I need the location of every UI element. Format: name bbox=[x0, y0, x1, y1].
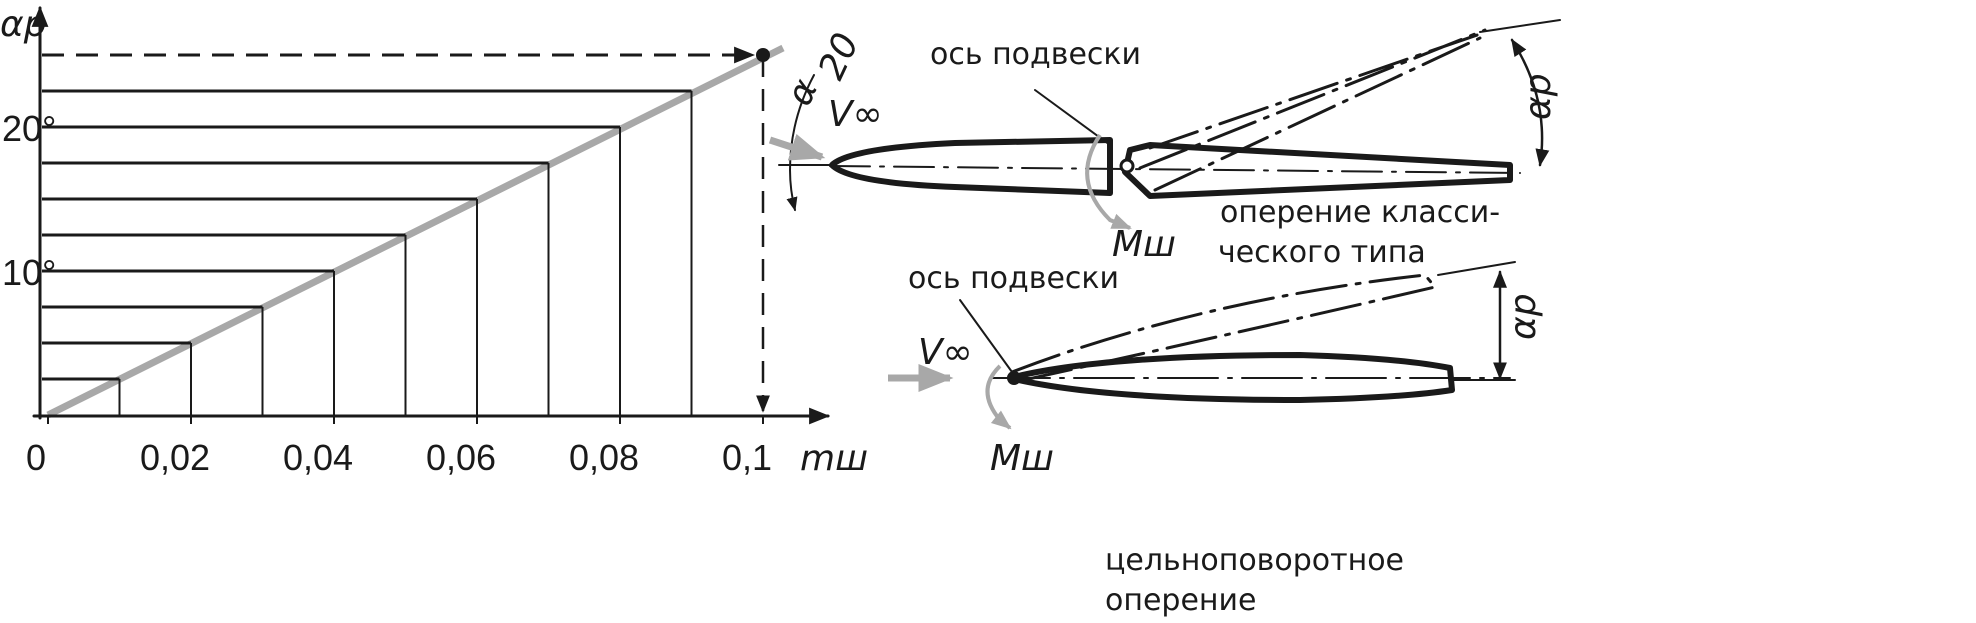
chart: αp mш 0 0,02 0,04 0,06 0,08 0,1 10° 20° bbox=[0, 4, 868, 479]
x-tick-label: 0,08 bbox=[569, 437, 639, 478]
x-tick-label: 0,02 bbox=[140, 437, 210, 478]
moment-label-2: Mш bbox=[990, 438, 1054, 479]
x-tick-label: 0 bbox=[26, 437, 46, 478]
hinge-point-2 bbox=[1007, 371, 1021, 385]
alpha-symbol: α bbox=[779, 73, 826, 112]
hinge-axis-label: ось подвески bbox=[930, 37, 1141, 72]
tick-labels: 0 0,02 0,04 0,06 0,08 0,1 10° 20° bbox=[2, 108, 772, 478]
caption-line-1: оперение класси- bbox=[1220, 195, 1500, 230]
elevator-deflected bbox=[1138, 28, 1487, 192]
v-infinity-label: V∞ bbox=[828, 94, 883, 135]
y-axis-label: αp bbox=[0, 4, 47, 45]
caption-line-2: ческого типа bbox=[1218, 235, 1426, 270]
hinge-axis-label-2: ось подвески bbox=[908, 261, 1119, 296]
v-infinity-label-2: V∞ bbox=[918, 332, 973, 373]
classic-tail-diagram: V∞ ось подвески Mш αp оперение класси- ч… bbox=[768, 19, 1561, 270]
hinge-point bbox=[1119, 158, 1135, 174]
x-tick-label: 0,04 bbox=[283, 437, 353, 478]
stabilizer-deflected bbox=[1010, 273, 1437, 384]
deflection-label: αp bbox=[1518, 73, 1559, 120]
alpha-angle-annotation: α 20 bbox=[778, 27, 868, 212]
x-axis-label: mш bbox=[800, 438, 868, 479]
x-tick-label: 0,06 bbox=[426, 437, 496, 478]
deflection-label-2: αp bbox=[1503, 293, 1544, 340]
y-tick-label: 10° bbox=[2, 252, 56, 293]
moment-label: Mш bbox=[1112, 224, 1176, 265]
stabilizer-profile bbox=[829, 137, 1113, 196]
chart-marks bbox=[42, 44, 785, 419]
alpha-value: 20 bbox=[811, 27, 868, 86]
series-line bbox=[46, 44, 785, 419]
caption-line-2-2: оперение bbox=[1105, 583, 1257, 618]
y-tick-label: 20° bbox=[2, 108, 56, 149]
x-tick-label: 0,1 bbox=[722, 437, 772, 478]
caption-line-1-2: цельноповоротное bbox=[1105, 543, 1404, 578]
highlight-point bbox=[756, 48, 770, 62]
all-moving-tail-diagram: V∞ ось подвески Mш αp цельноповоротное о… bbox=[888, 261, 1544, 618]
